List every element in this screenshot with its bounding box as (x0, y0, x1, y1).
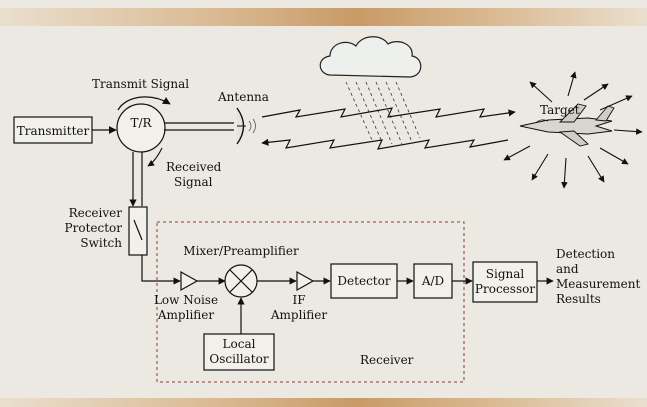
protector-label-2: Protector (65, 221, 123, 235)
transmitter-label: Transmitter (17, 124, 90, 138)
top-decorative-band (0, 8, 647, 26)
receiver-region (156, 221, 465, 383)
local-oscillator-label-2: Oscillator (209, 352, 268, 366)
transmitter-box (13, 116, 93, 144)
local-oscillator-label-1: Local (223, 337, 256, 351)
ad-box (413, 263, 453, 299)
received-signal-label-2: Signal (174, 175, 213, 189)
results-label-1: Detection (556, 247, 615, 261)
outgoing-wave (261, 107, 516, 118)
lna-label-2: Amplifier (157, 308, 215, 322)
receiver-label: Receiver (360, 353, 414, 367)
signal-processor-label-2: Processor (475, 282, 535, 296)
aircraft-target-icon (519, 103, 615, 147)
if-label-2: Amplifier (270, 308, 328, 322)
mixer-icon (224, 264, 258, 298)
scatter-arrows (503, 71, 643, 189)
protector-label-3: Switch (80, 236, 122, 250)
cloud-icon (319, 36, 422, 78)
if-label-1: IF (292, 293, 305, 307)
antenna-dish-icon (236, 107, 256, 145)
received-curve-arrow (147, 147, 163, 167)
results-label-4: Results (556, 292, 601, 306)
transmit-swirl-arrow (117, 96, 171, 111)
local-oscillator-box (203, 333, 275, 371)
signal-processor-label-1: Signal (486, 267, 525, 281)
bottom-decorative-band (0, 398, 647, 407)
ad-label: A/D (421, 274, 444, 288)
lna-label-1: Low Noise (154, 293, 218, 307)
mixer-label: Mixer/Preamplifier (183, 244, 299, 258)
received-signal-label-1: Received (166, 160, 222, 174)
transmit-signal-label: Transmit Signal (92, 77, 189, 91)
if-amplifier-icon (296, 270, 315, 292)
rain-icon (345, 81, 421, 145)
switch-blade-icon (133, 219, 143, 241)
target-label: Target (540, 103, 580, 117)
tr-switch (116, 103, 166, 153)
results-label-2: and (556, 262, 579, 276)
lna-amplifier-icon (180, 270, 199, 292)
protector-label-1: Receiver (69, 206, 123, 220)
switch-to-lna-path (141, 255, 181, 285)
tr-label: T/R (130, 116, 152, 130)
detector-label: Detector (337, 274, 390, 288)
results-label-3: Measurement (556, 277, 640, 291)
signal-processor-box (472, 261, 538, 303)
antenna-label: Antenna (217, 90, 269, 104)
returning-wave (261, 138, 509, 150)
